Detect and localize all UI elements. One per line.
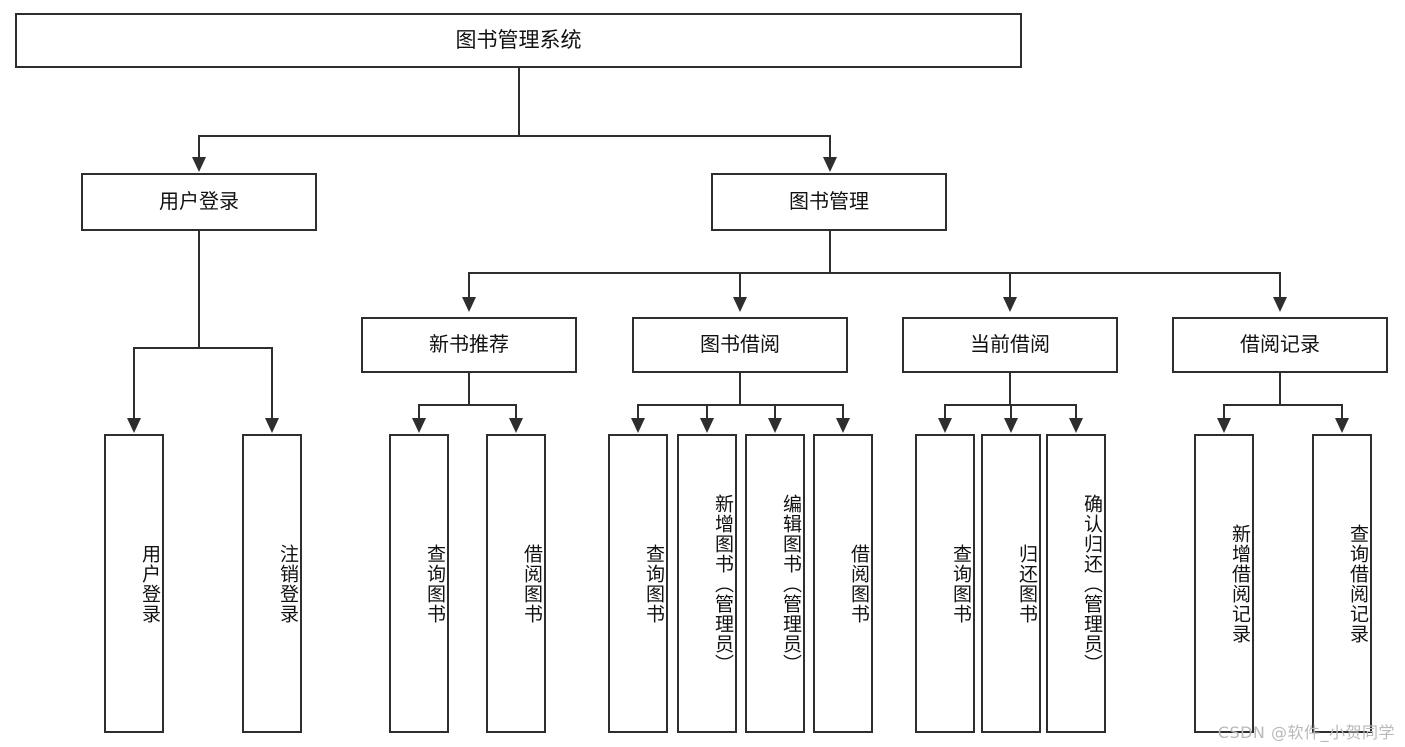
connector-borrow-record-to-leaf-2 [1341, 404, 1343, 420]
node-root-library-system[interactable]: 图书管理系统 [15, 13, 1022, 68]
node-label: 编辑图书（管理员） [780, 493, 802, 674]
connector-root-bus [198, 135, 831, 137]
connector-root-stem [518, 68, 520, 136]
arrowhead-borrow-record-to-leaf-1 [1217, 418, 1231, 433]
connector-book-borrow-to-leaf-2 [706, 404, 708, 420]
node-label: 查询借阅记录 [1347, 523, 1369, 644]
connector-book-manage-to-current-borrow [1009, 272, 1011, 299]
connector-new-book-bus [418, 404, 517, 406]
leaf-book-edit-admin[interactable]: 编辑图书（管理员） [745, 434, 805, 733]
node-label: 归还图书 [1016, 543, 1038, 624]
arrowhead-user-login-to-leaf-2 [265, 418, 279, 433]
connector-user-login-stem [198, 231, 200, 348]
node-label: 用户登录 [159, 189, 239, 214]
node-label: 新增图书（管理员） [712, 493, 734, 674]
connector-book-borrow-stem [739, 373, 741, 405]
connector-borrow-record-to-leaf-1 [1223, 404, 1225, 420]
node-current-borrow[interactable]: 当前借阅 [902, 317, 1118, 373]
connector-book-manage-stem [829, 231, 831, 274]
connector-user-login-to-leaf-2 [271, 347, 273, 420]
arrowhead-book-borrow-to-leaf-2 [700, 418, 714, 433]
connector-borrow-record-bus [1223, 404, 1342, 406]
arrowhead-book-borrow-to-leaf-3 [768, 418, 782, 433]
connector-borrow-record-stem [1279, 373, 1281, 405]
node-label: 图书借阅 [700, 332, 780, 357]
arrowhead-book-manage-to-current-borrow [1003, 297, 1017, 312]
arrowhead-book-manage-to-borrow-record [1273, 297, 1287, 312]
leaf-query-borrow-record[interactable]: 查询借阅记录 [1312, 434, 1372, 733]
connector-root-to-book-manage [829, 135, 831, 159]
arrowhead-book-manage-to-new-book [462, 297, 476, 312]
node-label: 查询图书 [950, 543, 972, 624]
leaf-user-logout[interactable]: 注销登录 [242, 434, 302, 733]
connector-book-manage-to-new-book [468, 272, 470, 299]
leaf-book-borrow-action[interactable]: 借阅图书 [813, 434, 873, 733]
arrowhead-current-borrow-to-leaf-1 [938, 418, 952, 433]
connector-book-borrow-to-leaf-1 [637, 404, 639, 420]
leaf-confirm-return-admin[interactable]: 确认归还（管理员） [1046, 434, 1106, 733]
arrowhead-user-login-to-leaf-1 [127, 418, 141, 433]
arrowhead-book-borrow-to-leaf-1 [631, 418, 645, 433]
node-label: 注销登录 [277, 543, 299, 624]
node-label: 借阅记录 [1240, 332, 1320, 357]
connector-user-login-to-leaf-1 [133, 347, 135, 420]
arrowhead-borrow-record-to-leaf-2 [1335, 418, 1349, 433]
node-label: 新增借阅记录 [1229, 523, 1251, 644]
connector-root-to-user-login [198, 135, 200, 159]
leaf-book-add-admin[interactable]: 新增图书（管理员） [677, 434, 737, 733]
leaf-user-login[interactable]: 用户登录 [104, 434, 164, 733]
node-label: 查询图书 [643, 543, 665, 624]
arrowhead-root-to-book-manage [823, 157, 837, 172]
connector-book-manage-to-book-borrow [739, 272, 741, 299]
connector-new-book-to-leaf-2 [515, 404, 517, 420]
arrowhead-new-book-to-leaf-2 [509, 418, 523, 433]
connector-current-borrow-to-leaf-1 [944, 404, 946, 420]
connector-book-borrow-bus [637, 404, 844, 406]
connector-new-book-to-leaf-1 [418, 404, 420, 420]
leaf-new-book-query[interactable]: 查询图书 [389, 434, 449, 733]
node-label: 当前借阅 [970, 332, 1050, 357]
node-label: 用户登录 [139, 543, 161, 624]
node-label: 图书管理 [789, 189, 869, 214]
connector-book-borrow-to-leaf-4 [842, 404, 844, 420]
leaf-current-borrow-query[interactable]: 查询图书 [915, 434, 975, 733]
connector-current-borrow-to-leaf-3 [1075, 404, 1077, 420]
node-book-manage[interactable]: 图书管理 [711, 173, 947, 231]
node-label: 借阅图书 [848, 543, 870, 624]
node-label: 新书推荐 [429, 332, 509, 357]
arrowhead-book-borrow-to-leaf-4 [836, 418, 850, 433]
arrowhead-current-borrow-to-leaf-2 [1004, 418, 1018, 433]
connector-book-manage-to-borrow-record [1279, 272, 1281, 299]
node-user-login[interactable]: 用户登录 [81, 173, 317, 231]
node-new-book-recommend[interactable]: 新书推荐 [361, 317, 577, 373]
node-label: 图书管理系统 [455, 28, 582, 53]
connector-book-borrow-to-leaf-3 [774, 404, 776, 420]
connector-current-borrow-stem [1009, 373, 1011, 405]
node-label: 查询图书 [424, 543, 446, 624]
connector-new-book-stem [468, 373, 470, 405]
arrowhead-current-borrow-to-leaf-3 [1069, 418, 1083, 433]
node-book-borrow[interactable]: 图书借阅 [632, 317, 848, 373]
leaf-return-book[interactable]: 归还图书 [981, 434, 1041, 733]
leaf-book-borrow-query[interactable]: 查询图书 [608, 434, 668, 733]
connector-book-manage-bus [468, 272, 1280, 274]
arrowhead-new-book-to-leaf-1 [412, 418, 426, 433]
node-label: 确认归还（管理员） [1081, 493, 1103, 674]
connector-user-login-bus [133, 347, 271, 349]
node-label: 借阅图书 [521, 543, 543, 624]
node-borrow-record[interactable]: 借阅记录 [1172, 317, 1388, 373]
leaf-new-book-borrow[interactable]: 借阅图书 [486, 434, 546, 733]
arrowhead-book-manage-to-book-borrow [733, 297, 747, 312]
arrowhead-root-to-user-login [192, 157, 206, 172]
leaf-add-borrow-record[interactable]: 新增借阅记录 [1194, 434, 1254, 733]
connector-current-borrow-to-leaf-2 [1010, 404, 1012, 420]
